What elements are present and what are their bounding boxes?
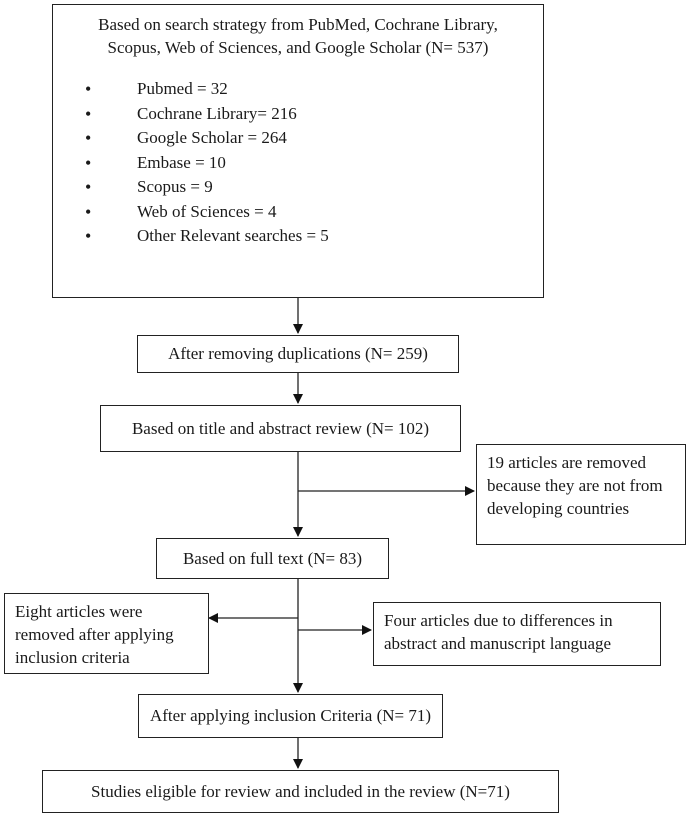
dedup-box: After removing duplications (N= 259) (137, 335, 459, 373)
removed-language-box: Four articles due to differences in abst… (373, 602, 661, 666)
removed-developing-box: 19 articles are removed because they are… (476, 444, 686, 545)
after-inclusion-box: After applying inclusion Criteria (N= 71… (138, 694, 443, 738)
search-box-title: Based on search strategy from PubMed, Co… (98, 15, 498, 57)
source-item: Scopus = 9 (85, 175, 543, 200)
source-item: Other Relevant searches = 5 (85, 224, 543, 249)
removed-inclusion-box: Eight articles were removed after applyi… (4, 593, 209, 674)
full-text-box: Based on full text (N= 83) (156, 538, 389, 579)
source-item: Embase = 10 (85, 151, 543, 176)
source-item: Google Scholar = 264 (85, 126, 543, 151)
source-list: Pubmed = 32 Cochrane Library= 216 Google… (53, 77, 543, 249)
source-item: Pubmed = 32 (85, 77, 543, 102)
source-item: Cochrane Library= 216 (85, 102, 543, 127)
title-abstract-box: Based on title and abstract review (N= 1… (100, 405, 461, 452)
eligible-box: Studies eligible for review and included… (42, 770, 559, 813)
source-item: Web of Sciences = 4 (85, 200, 543, 225)
search-box: Based on search strategy from PubMed, Co… (52, 4, 544, 298)
